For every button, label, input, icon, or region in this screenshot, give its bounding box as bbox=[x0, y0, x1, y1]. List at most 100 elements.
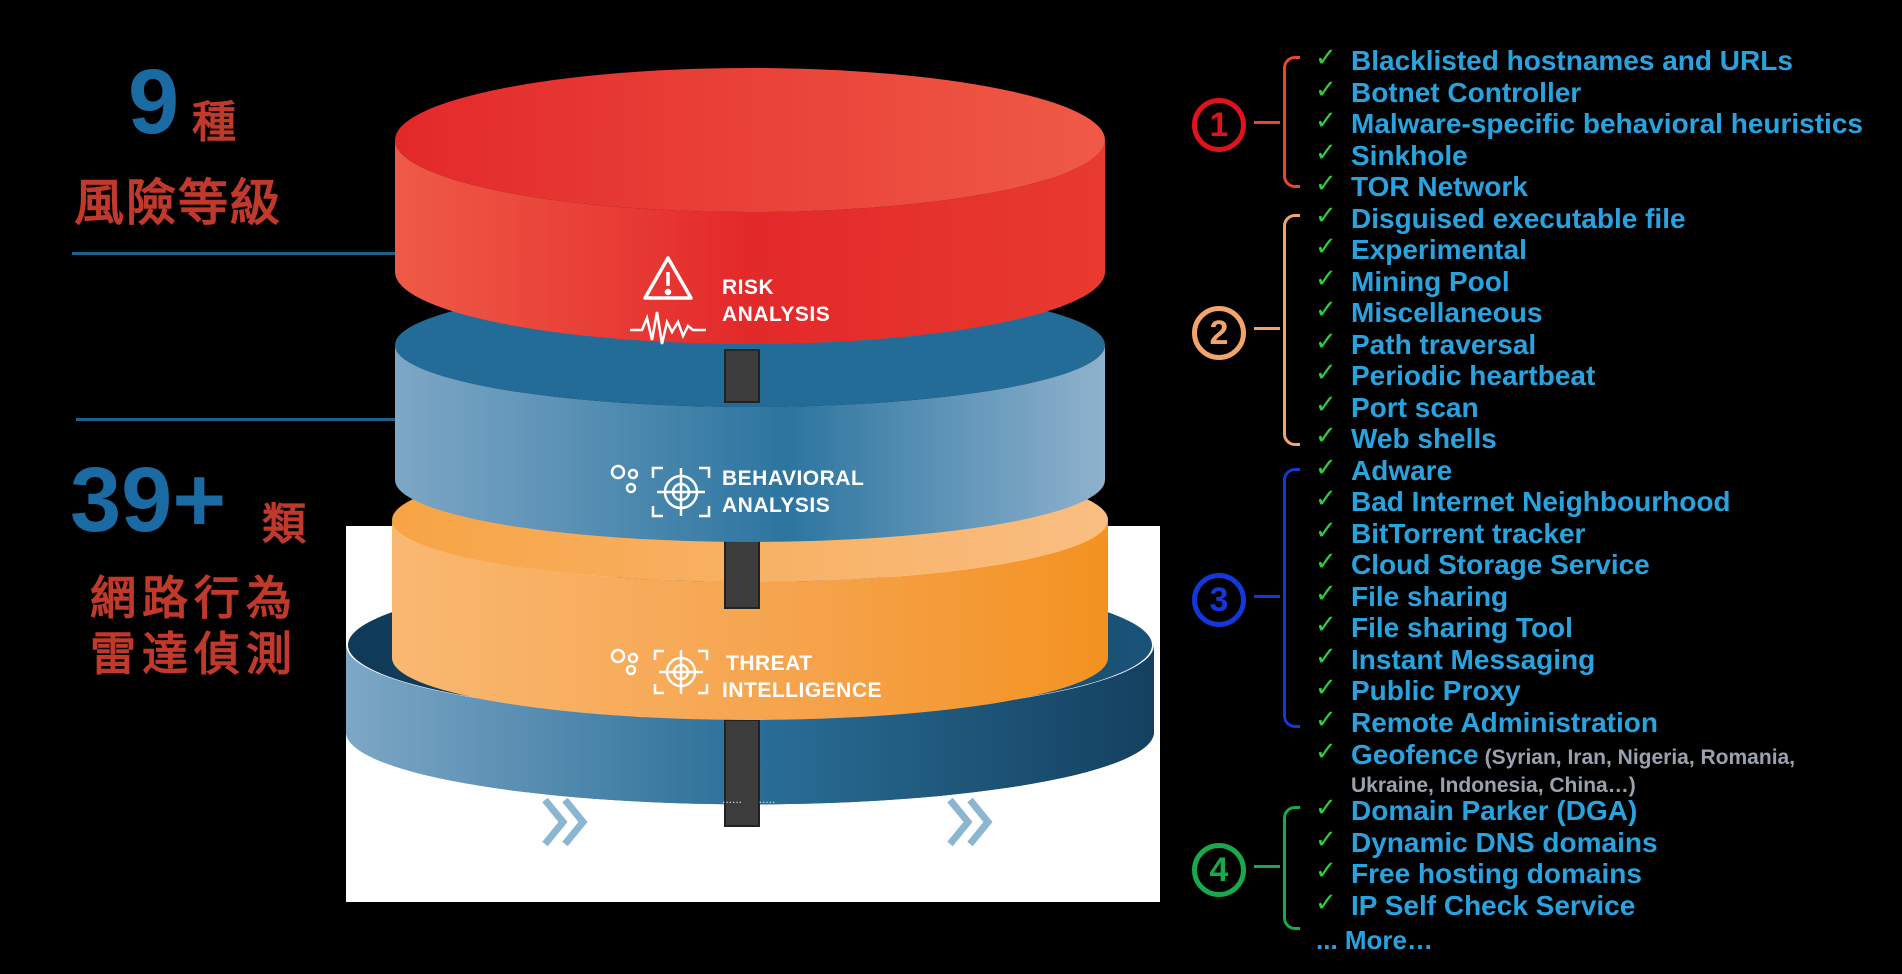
threat-layer-side bbox=[392, 520, 1108, 720]
risk-level-caption: 風險等級 bbox=[74, 174, 282, 232]
list-item-text: Cloud Storage Service bbox=[1351, 549, 1650, 580]
check-icon: ✓ bbox=[1315, 295, 1337, 325]
list-item-label: File sharing Tool bbox=[1351, 613, 1573, 643]
group-marker-1: 1 bbox=[1192, 98, 1246, 152]
check-icon: ✓ bbox=[1315, 673, 1337, 703]
group-brace-1 bbox=[1283, 56, 1300, 188]
list-item-text: File sharing Tool bbox=[1351, 612, 1573, 643]
threat-intelligence-label: THREAT INTELLIGENCE bbox=[722, 650, 882, 704]
risk-level-count: 9 bbox=[128, 51, 180, 153]
warning-icon bbox=[643, 256, 693, 300]
check-icon: ✓ bbox=[1315, 106, 1337, 136]
list-item-text: Malware-specific behavioral heuristics bbox=[1351, 108, 1863, 139]
list-item-label: Bad Internet Neighbourhood bbox=[1351, 487, 1731, 517]
check-icon: ✓ bbox=[1315, 169, 1337, 199]
list-item-label: Adware bbox=[1351, 455, 1452, 486]
list-item-label: Disguised executable file bbox=[1351, 202, 1686, 234]
group-marker-2: 2 bbox=[1192, 306, 1246, 360]
base-label-line2: Threat Detection bbox=[720, 856, 883, 881]
behavior-count: 39+ bbox=[70, 449, 227, 551]
threat-label-line2: INTELLIGENCE bbox=[722, 679, 883, 702]
list-item-text: BitTorrent tracker bbox=[1351, 517, 1586, 549]
list-item-text: Botnet Controller bbox=[1351, 76, 1582, 108]
check-icon: ✓ bbox=[1315, 326, 1337, 357]
check-icon: ✓ bbox=[1315, 887, 1337, 918]
list-item-text: Free hosting domains bbox=[1351, 858, 1642, 889]
group-marker-3: 3 bbox=[1192, 573, 1246, 627]
list-item-label: Geofence(Syrian, Iran, Nigeria, Romania, bbox=[1351, 740, 1795, 773]
list-item-label: Instant Messaging bbox=[1351, 644, 1595, 675]
list-item-label: File sharing bbox=[1351, 581, 1508, 612]
list-item-text: Periodic heartbeat bbox=[1351, 360, 1596, 391]
check-icon: ✓ bbox=[1315, 610, 1337, 640]
risk-analysis-label: RISK ANALYSIS bbox=[722, 274, 830, 328]
check-icon: ✓ bbox=[1315, 137, 1337, 168]
check-icon: ✓ bbox=[1315, 704, 1337, 735]
layer-stack-diagram bbox=[346, 68, 1160, 902]
check-icon: ✓ bbox=[1315, 515, 1337, 546]
check-icon: ✓ bbox=[1315, 421, 1337, 451]
check-icon: ✓ bbox=[1315, 856, 1337, 886]
list-item-text: Miscellaneous bbox=[1351, 297, 1543, 328]
redsocks-detection-label: RedSocks Malicious Threat Detection bbox=[720, 824, 918, 884]
list-item-text: Geofence bbox=[1351, 739, 1479, 770]
geofence-note-line2: Ukraine, Indonesia, China…) bbox=[1351, 774, 1636, 797]
check-icon: ✓ bbox=[1315, 358, 1337, 388]
list-item-text: Mining Pool bbox=[1351, 265, 1510, 297]
list-item-text: Sinkhole bbox=[1351, 139, 1468, 171]
behavior-unit: 類 bbox=[262, 499, 306, 550]
behavior-connector-line bbox=[76, 418, 406, 421]
group-brace-tick-4 bbox=[1254, 865, 1280, 868]
gears-icon bbox=[610, 464, 639, 494]
risk-label-line1: RISK bbox=[722, 276, 775, 299]
check-icon: ✓ bbox=[1315, 200, 1337, 231]
check-icon: ✓ bbox=[1315, 641, 1337, 672]
risk-label-line2: ANALYSIS bbox=[722, 303, 831, 326]
list-item-text: Domain Parker (DGA) bbox=[1351, 795, 1638, 826]
scales-icon bbox=[645, 832, 721, 876]
list-item-text: Remote Administration bbox=[1351, 706, 1658, 738]
behavioral-label-line2: ANALYSIS bbox=[722, 494, 831, 517]
list-item-label: Remote Administration bbox=[1351, 706, 1658, 738]
group-brace-4 bbox=[1283, 806, 1300, 930]
base-label-line1: RedSocks Malicious bbox=[720, 826, 919, 851]
risk-layer-side bbox=[395, 140, 1105, 344]
list-item-label: TOR Network bbox=[1351, 172, 1528, 202]
behavior-caption-line2: 雷達偵測 bbox=[90, 627, 298, 681]
threat-label-line1: THREAT bbox=[726, 652, 813, 675]
risk-level-unit: 種 bbox=[192, 97, 236, 148]
list-item-label: Web shells bbox=[1351, 424, 1497, 454]
check-icon: ✓ bbox=[1315, 389, 1337, 420]
connector-dots: ...... ..... bbox=[722, 792, 776, 806]
list-item-label: Miscellaneous bbox=[1351, 298, 1542, 328]
list-item-label: Free hosting domains bbox=[1351, 859, 1642, 889]
risk-connector-line bbox=[72, 252, 402, 255]
heartbeat-icon bbox=[630, 311, 706, 345]
list-item-label: Blacklisted hostnames and URLs bbox=[1351, 46, 1793, 76]
group-brace-3 bbox=[1283, 468, 1300, 728]
more-link[interactable]: ... More… bbox=[1316, 925, 1434, 955]
list-item-label: Periodic heartbeat bbox=[1351, 361, 1595, 391]
group-brace-tick-3 bbox=[1254, 595, 1280, 598]
group-brace-tick-1 bbox=[1254, 121, 1280, 124]
check-icon: ✓ bbox=[1315, 263, 1337, 294]
list-item-text: Path traversal bbox=[1351, 328, 1537, 360]
check-icon: ✓ bbox=[1315, 43, 1337, 73]
list-item-label: Malware-specific behavioral heuristics bbox=[1351, 109, 1863, 139]
target-icon bbox=[651, 466, 711, 518]
check-icon: ✓ bbox=[1315, 737, 1337, 767]
check-icon: ✓ bbox=[1315, 578, 1337, 609]
list-item-label: IP Self Check Service bbox=[1351, 889, 1636, 921]
list-item-text: Disguised executable file bbox=[1351, 202, 1686, 234]
list-item-text: TOR Network bbox=[1351, 171, 1528, 202]
list-item-label: Experimental bbox=[1351, 235, 1527, 265]
list-item-text: IP Self Check Service bbox=[1351, 889, 1636, 921]
check-icon: ✓ bbox=[1315, 232, 1337, 262]
check-icon: ✓ bbox=[1315, 793, 1337, 823]
list-item-text: Blacklisted hostnames and URLs bbox=[1351, 45, 1793, 76]
list-item-text: Bad Internet Neighbourhood bbox=[1351, 486, 1731, 517]
list-item-text: Dynamic DNS domains bbox=[1351, 826, 1658, 858]
behavioral-analysis-label: BEHAVIORAL ANALYSIS bbox=[722, 465, 864, 519]
list-item-text: Experimental bbox=[1351, 234, 1527, 265]
behavior-caption-line1: 網路行為 bbox=[90, 571, 298, 625]
